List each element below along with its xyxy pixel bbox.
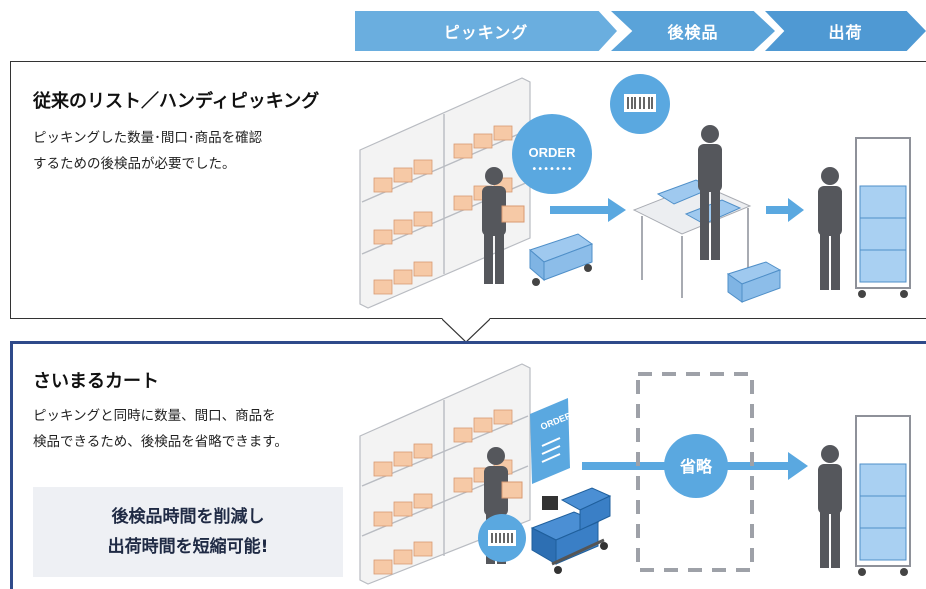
roll-cage-icon (855, 415, 911, 576)
section2-title: さいまるカート (33, 371, 159, 392)
flow-step-picking: ピッキング (355, 11, 617, 51)
flow-step-label: ピッキング (443, 23, 529, 42)
benefit-callout-line: 出荷時間を短縮可能! (107, 537, 269, 557)
barcode-bubble (610, 74, 670, 134)
order-bubble-label: ORDER (529, 145, 577, 160)
skip-badge: 省略 (664, 434, 728, 498)
picker-person-icon (482, 167, 506, 284)
shipper-person-icon (818, 445, 842, 568)
flow-step-inspection: 後検品 (611, 11, 775, 51)
section2-description: ピッキングと同時に数量、間口、商品を 検品できるため、後検品を省略できます。 (33, 403, 288, 455)
section1-desc-line: ピッキングした数量･間口･商品を確認 (33, 130, 263, 146)
roll-cage-icon (855, 137, 911, 298)
section2-desc-line: 検品できるため、後検品を省略できます。 (33, 434, 288, 450)
svg-text:•••••••: ••••••• (531, 164, 572, 175)
arrow-icon (766, 198, 804, 222)
saimaru-illustration: ORDER 省略 (359, 363, 911, 585)
cart-icon (726, 261, 782, 303)
process-flow: ピッキング 後検品 出荷 (355, 11, 926, 51)
inspector-person-icon (698, 125, 722, 260)
flow-step-label: 出荷 (828, 23, 863, 42)
barcode-bubble (478, 514, 526, 562)
carried-box-icon (501, 481, 523, 499)
order-bubble: ORDER ••••••• (512, 114, 592, 194)
shipper-person-icon (818, 167, 842, 290)
skipped-step-frame (636, 372, 754, 572)
section2-desc-line: ピッキングと同時に数量、間口、商品を (33, 408, 276, 424)
cart-icon (529, 233, 594, 286)
smart-cart-icon (530, 487, 612, 574)
conventional-illustration: ORDER ••••••• (359, 74, 911, 309)
flow-step-shipping: 出荷 (765, 11, 926, 51)
inspection-table-icon (632, 179, 752, 298)
section1-title: 従来のリスト／ハンディピッキング (33, 91, 320, 112)
carried-box-icon (501, 205, 525, 223)
benefit-callout-line: 後検品時間を削減し (111, 507, 265, 527)
arrow-icon (550, 198, 626, 222)
skip-badge-label: 省略 (679, 457, 713, 476)
flow-step-label: 後検品 (667, 23, 719, 42)
order-display-icon: ORDER (530, 398, 573, 484)
benefit-callout: 後検品時間を削減し 出荷時間を短縮可能! (33, 487, 343, 577)
section1-description: ピッキングした数量･間口･商品を確認 するための後検品が必要でした。 (33, 125, 262, 177)
section1-desc-line: するための後検品が必要でした。 (33, 156, 236, 172)
